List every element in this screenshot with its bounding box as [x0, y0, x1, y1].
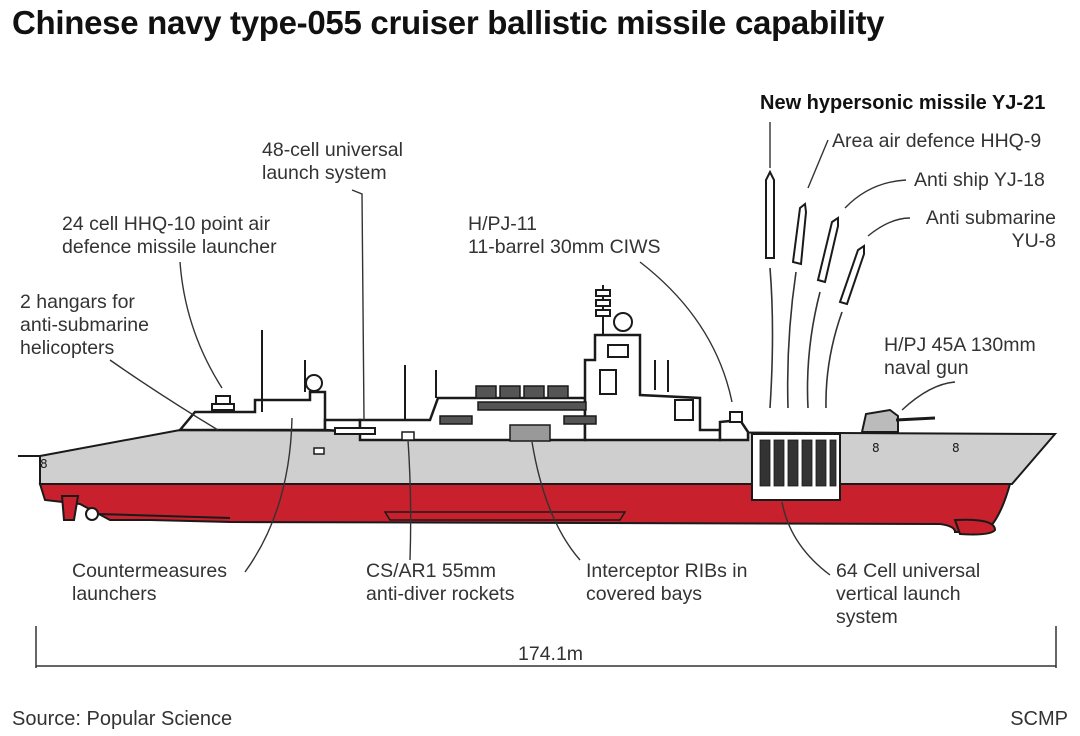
- label-ciws: H/PJ-11 11-barrel 30mm CIWS: [468, 213, 661, 258]
- lower-hull: [38, 483, 1012, 533]
- svg-text:8: 8: [872, 441, 880, 455]
- missile-hhq9: [791, 202, 808, 266]
- label-yj18: Anti ship YJ-18: [914, 169, 1045, 191]
- label-interceptor-ribs: Interceptor RIBs in covered bays: [586, 560, 748, 605]
- ship-length: 174.1m: [518, 643, 584, 665]
- label-hhq9: Area air defence HHQ-9: [832, 130, 1042, 152]
- svg-text:8: 8: [40, 457, 48, 471]
- label-hhq10: 24 cell HHQ-10 point air defence missile…: [62, 213, 277, 258]
- label-64-cell-vls: 64 Cell universal vertical launch system: [836, 560, 981, 628]
- label-countermeasures: Countermeasures launchers: [72, 560, 227, 605]
- source-credit: Source: Popular Science: [12, 708, 233, 730]
- missile-yj21: [765, 169, 775, 259]
- label-naval-gun: H/PJ 45A 130mm naval gun: [884, 334, 1036, 379]
- page-title: Chinese navy type-055 cruiser ballistic …: [12, 4, 885, 41]
- missile-yu8: [838, 244, 865, 306]
- label-anti-diver-rockets: CS/AR1 55mm anti-diver rockets: [366, 560, 515, 605]
- svg-text:8: 8: [952, 441, 960, 455]
- label-yj21: New hypersonic missile YJ-21: [760, 92, 1046, 114]
- label-48-cell-vls: 48-cell universal launch system: [262, 139, 403, 184]
- publisher-credit: SCMP: [1010, 708, 1068, 730]
- label-hangars: 2 hangars for anti-submarine helicopters: [20, 291, 149, 359]
- label-yu8: Anti submarine YU-8: [925, 207, 1056, 252]
- missile-yj18: [816, 216, 839, 284]
